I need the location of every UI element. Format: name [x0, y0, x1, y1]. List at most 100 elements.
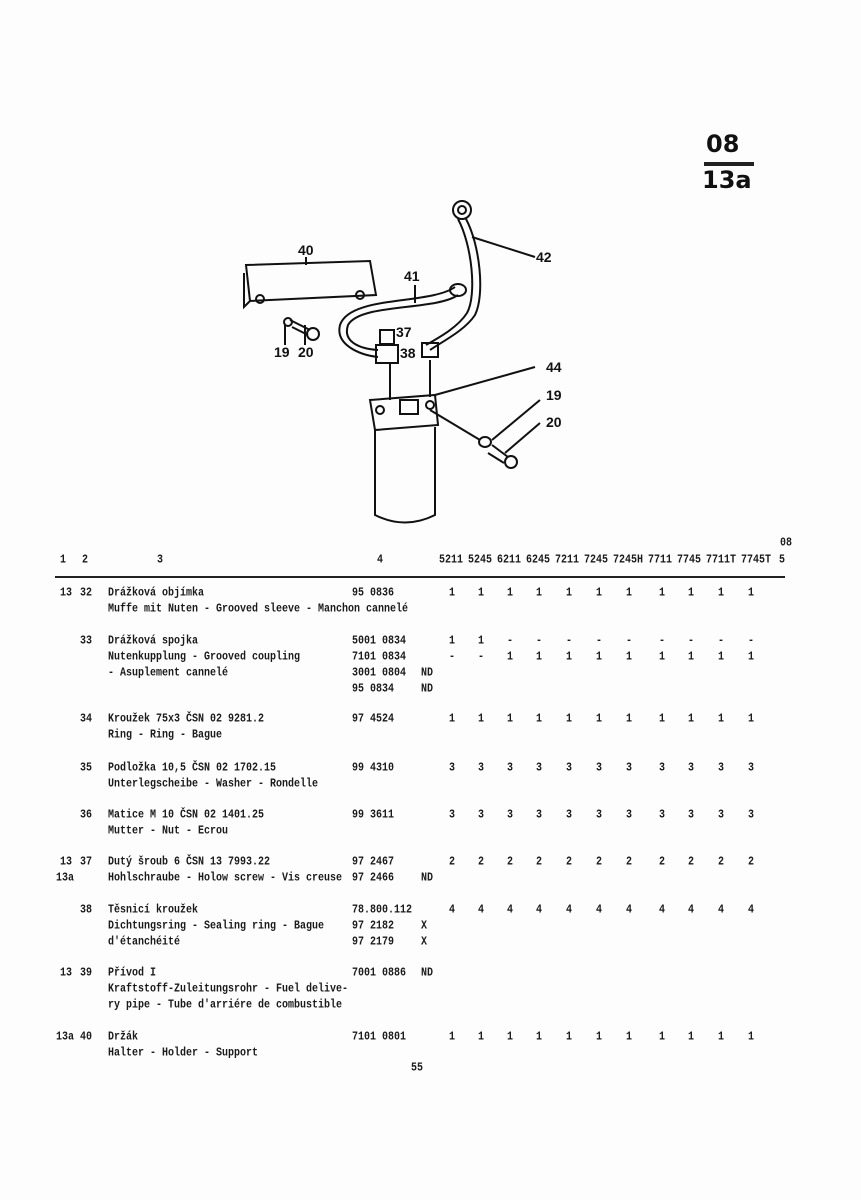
part-number: 97 2179	[352, 936, 395, 950]
quantity-cell: 3	[478, 762, 485, 776]
col-header-3: 3	[157, 554, 164, 568]
quantity-cell: -	[748, 635, 755, 649]
row-description: Těsnicí kroužek	[108, 904, 199, 918]
quantity-cell: 1	[748, 587, 755, 601]
page-number: 55	[411, 1062, 424, 1076]
row-description: Drážková objímka	[108, 587, 205, 601]
quantity-cell: 4	[688, 904, 695, 918]
exploded-diagram: 40 41 42 37 38 19 20 44 19 20	[243, 200, 562, 524]
quantity-cell: 3	[449, 809, 456, 823]
quantity-cell: 3	[718, 762, 725, 776]
quantity-cell: 2	[659, 856, 666, 870]
row-description: - Asuplement cannelé	[108, 667, 229, 681]
part-number: 7101 0801	[352, 1031, 407, 1045]
quantity-cell: 1	[596, 1031, 603, 1045]
model-header: 5245	[468, 554, 493, 568]
callout-42: 42	[536, 249, 552, 265]
row-description: Mutter - Nut - Ecrou	[108, 825, 229, 839]
quantity-cell: 3	[688, 762, 695, 776]
quantity-cell: 3	[748, 762, 755, 776]
row-description: Unterlegscheibe - Washer - Rondelle	[108, 778, 319, 792]
quantity-cell: 2	[449, 856, 456, 870]
quantity-cell: 1	[626, 587, 633, 601]
part-number: 95 0836	[352, 587, 395, 601]
quantity-cell: 1	[566, 587, 573, 601]
quantity-cell: 2	[566, 856, 573, 870]
quantity-cell: 2	[718, 856, 725, 870]
part-number: 97 2182	[352, 920, 395, 934]
quantity-cell: 1	[478, 713, 485, 727]
quantity-cell: 3	[688, 809, 695, 823]
quantity-cell: 1	[626, 651, 633, 665]
model-header: 6245	[526, 554, 551, 568]
row-position: 32	[80, 587, 93, 601]
quantity-cell: 1	[659, 713, 666, 727]
quantity-cell: 1	[718, 651, 725, 665]
row-description: Dichtungsring - Sealing ring - Bague	[108, 920, 325, 934]
row-description: Drážková spojka	[108, 635, 199, 649]
part-number: 97 4524	[352, 713, 395, 727]
row-position: 35	[80, 762, 93, 776]
quantity-cell: 4	[748, 904, 755, 918]
quantity-cell: 4	[536, 904, 543, 918]
row-description: ry pipe - Tube d'arriére de combustible	[108, 999, 343, 1013]
quantity-cell: 1	[688, 1031, 695, 1045]
model-header: 7211	[555, 554, 580, 568]
quantity-cell: 3	[596, 809, 603, 823]
part-number: 95 0834	[352, 683, 395, 697]
quantity-cell: 3	[659, 809, 666, 823]
quantity-cell: 3	[659, 762, 666, 776]
quantity-cell: 4	[718, 904, 725, 918]
quantity-cell: 1	[507, 651, 514, 665]
quantity-cell: -	[449, 651, 456, 665]
quantity-cell: 1	[449, 635, 456, 649]
callout-44: 44	[546, 359, 562, 375]
quantity-cell: 3	[626, 762, 633, 776]
part-number: 99 3611	[352, 809, 395, 823]
model-header: 7245H	[613, 554, 644, 568]
quantity-cell: 1	[748, 651, 755, 665]
quantity-cell: 1	[626, 713, 633, 727]
corner-label: 08	[780, 537, 793, 551]
quantity-cell: 1	[596, 651, 603, 665]
quantity-cell: 1	[449, 587, 456, 601]
quantity-cell: 4	[449, 904, 456, 918]
quantity-cell: 2	[688, 856, 695, 870]
quantity-cell: 3	[536, 809, 543, 823]
quantity-cell: 1	[566, 651, 573, 665]
callout-20: 20	[298, 344, 314, 360]
quantity-cell: 1	[748, 1031, 755, 1045]
callout-19: 19	[274, 344, 290, 360]
quantity-cell: 1	[718, 713, 725, 727]
header-rule	[55, 576, 785, 578]
callout-20b: 20	[546, 414, 562, 430]
model-header: 7711T	[706, 554, 737, 568]
quantity-cell: 3	[507, 809, 514, 823]
quantity-cell: 1	[507, 587, 514, 601]
part-number: 7001 0886	[352, 967, 407, 981]
quantity-cell: 1	[536, 587, 543, 601]
quantity-cell: -	[688, 635, 695, 649]
part-number: 7101 0834	[352, 651, 407, 665]
quantity-cell: 1	[478, 1031, 485, 1045]
quantity-cell: 1	[566, 713, 573, 727]
quantity-cell: 2	[507, 856, 514, 870]
quantity-cell: 3	[566, 809, 573, 823]
row-description: Podložka 10,5 ČSN 02 1702.15	[108, 762, 277, 776]
row-description: Držák	[108, 1031, 139, 1045]
quantity-cell: 1	[748, 713, 755, 727]
row-description: Kraftstoff-Zuleitungsrohr - Fuel delive-	[108, 983, 349, 997]
row-figure: 13a	[56, 1031, 75, 1045]
callout-40: 40	[298, 242, 314, 258]
quantity-cell: 2	[536, 856, 543, 870]
model-header: 5211	[439, 554, 464, 568]
row-figure: 13	[60, 587, 73, 601]
quantity-cell: 1	[718, 587, 725, 601]
row-description: Dutý šroub 6 ČSN 13 7993.22	[108, 856, 271, 870]
col-header-4: 4	[377, 554, 384, 568]
quantity-cell: 1	[507, 713, 514, 727]
quantity-cell: 2	[626, 856, 633, 870]
quantity-cell: 3	[748, 809, 755, 823]
quantity-cell: 1	[449, 1031, 456, 1045]
